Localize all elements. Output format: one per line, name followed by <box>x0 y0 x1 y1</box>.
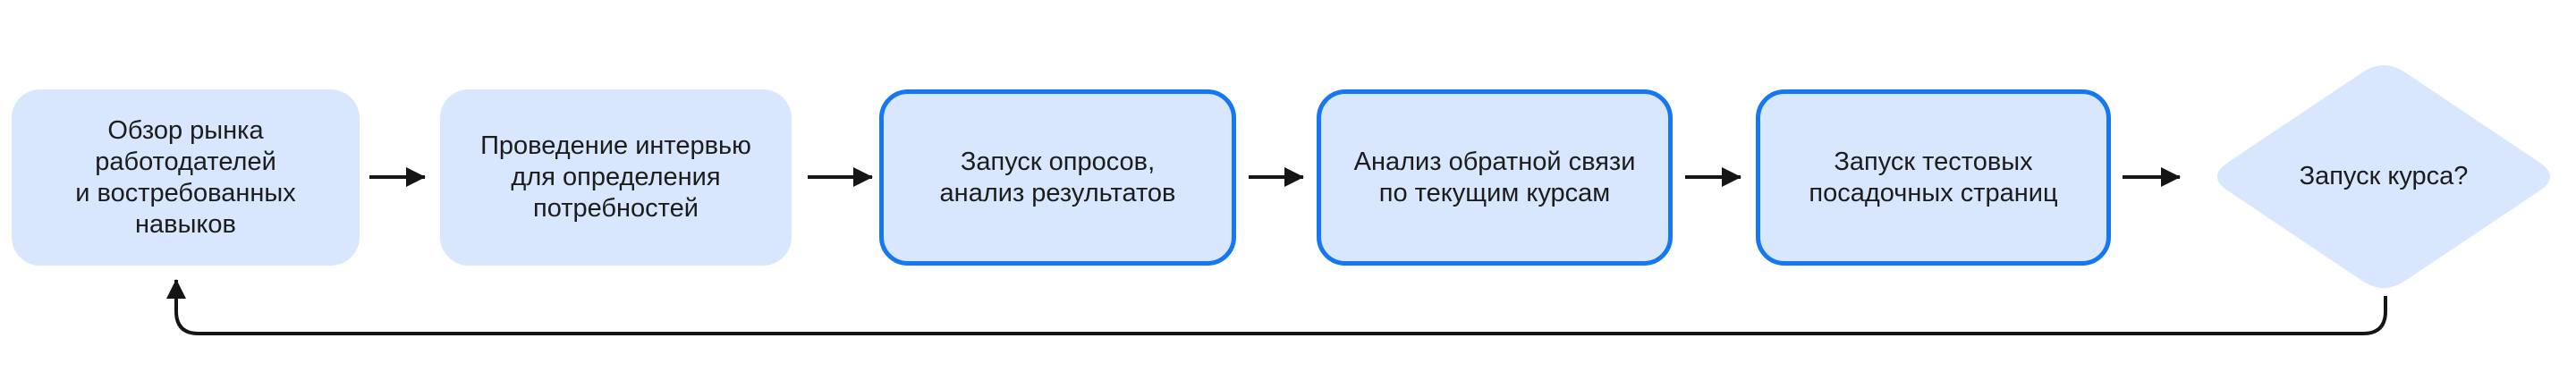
flow-node-step-3-label: Запуск опросов, анализ результатов <box>939 147 1176 207</box>
flow-node-step-2: Проведение интервью для определения потр… <box>440 89 792 266</box>
flow-node-step-4: Анализ обратной связи по текущим курсам <box>1317 89 1673 266</box>
flow-node-decision-label: Запуск курса? <box>2299 162 2469 190</box>
feedback-loop-arrow <box>166 279 2387 335</box>
flow-node-decision: Запуск курса? <box>2207 58 2561 295</box>
flow-node-step-1: Обзор рынка работодателей и востребованн… <box>12 89 360 266</box>
flow-node-step-4-label: Анализ обратной связи по текущим курсам <box>1353 147 1636 207</box>
flow-node-step-2-label: Проведение интервью для определения потр… <box>480 131 751 223</box>
decision-diamond-shape <box>2216 64 2551 289</box>
flow-node-step-5: Запуск тестовых посадочных страниц <box>1756 89 2111 266</box>
flow-node-step-5-label: Запуск тестовых посадочных страниц <box>1809 147 2058 207</box>
flow-node-step-1-label: Обзор рынка работодателей и востребованн… <box>75 115 296 239</box>
flow-node-step-3: Запуск опросов, анализ результатов <box>879 89 1236 266</box>
